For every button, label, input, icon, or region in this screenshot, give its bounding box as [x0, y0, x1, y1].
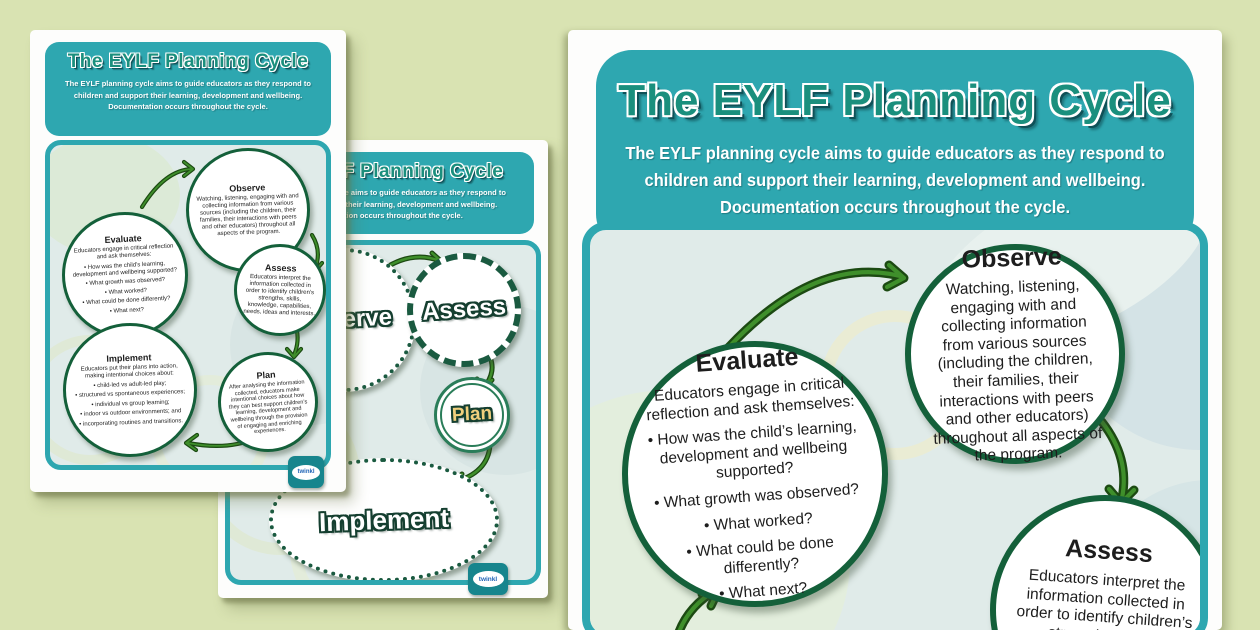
- twinkl-logo-text: twinkl: [297, 469, 315, 475]
- subtitle-line: Documentation occurs throughout the cycl…: [108, 102, 268, 112]
- poster-left-header: The EYLF Planning Cycle The EYLF plannin…: [45, 42, 331, 136]
- plan-inner-ring: [440, 383, 504, 447]
- twinkl-cloud-icon: twinkl: [292, 464, 320, 480]
- observe-body: Watching, listening, engaging with and c…: [196, 192, 299, 238]
- observe-body: Watching, listening, engaging with and c…: [933, 276, 1103, 465]
- node-assess: Assess Educators interpret the informati…: [234, 244, 326, 336]
- subtitle-line: The EYLF planning cycle aims to guide ed…: [260, 188, 506, 197]
- poster-right-header: The EYLF Planning Cycle The EYLF plannin…: [596, 50, 1194, 250]
- subtitle-line: Documentation occurs throughout the cycl…: [719, 197, 1071, 218]
- implement-intro: Educators put their plans into action, m…: [80, 363, 178, 380]
- poster-subtitle: The EYLF planning cycle aims to guide ed…: [45, 78, 331, 113]
- evaluate-bullet: How was the child’s learning, developmen…: [641, 418, 866, 489]
- node-implement: Implement Educators put their plans into…: [63, 323, 197, 457]
- plan-label: Plan: [451, 402, 493, 427]
- node-evaluate: Evaluate Educators engage in critical re…: [622, 341, 888, 607]
- poster-left: The EYLF Planning Cycle The EYLF plannin…: [30, 30, 346, 492]
- assess-title: Assess: [1064, 533, 1154, 568]
- assess-body: Educators interpret the information coll…: [243, 273, 316, 318]
- assess-body: Educators interpret the information coll…: [1015, 566, 1194, 630]
- cycle-diagram: Observe Watching, listening, engaging wi…: [45, 140, 331, 470]
- poster-subtitle: The EYLF planning cycle aims to guide ed…: [232, 187, 534, 222]
- subtitle-line: The EYLF planning cycle aims to guide ed…: [65, 79, 311, 88]
- page-title: The EYLF Planning Cycle: [618, 76, 1172, 125]
- plan-body: After analysing the information collecte…: [228, 379, 308, 435]
- poster-subtitle: The EYLF planning cycle aims to guide ed…: [614, 140, 1176, 221]
- page-title: The EYLF Planning Cycle: [67, 51, 309, 72]
- evaluate-intro: Educators engage in critical reflection …: [645, 374, 855, 425]
- poster-right: The EYLF Planning Cycle The EYLF plannin…: [568, 30, 1222, 630]
- assess-label: Assess: [421, 293, 507, 326]
- twinkl-logo: twinkl: [468, 563, 508, 595]
- assess-title: Assess: [264, 262, 297, 274]
- evaluate-bullet: What next?: [74, 306, 180, 319]
- subtitle-line: The EYLF planning cycle aims to guide ed…: [625, 143, 1165, 163]
- twinkl-cloud-icon: twinkl: [472, 571, 504, 587]
- node-plan: Plan After analysing the information col…: [218, 352, 318, 452]
- implement-label: Implement: [318, 502, 450, 537]
- subtitle-line: children and support their learning, dev…: [268, 199, 498, 209]
- implement-bullet: incorporating routines and transitions.: [74, 418, 188, 429]
- subtitle-line: Documentation occurs throughout the cycl…: [303, 211, 463, 221]
- observe-title: Observe: [961, 241, 1063, 274]
- subtitle-line: children and support their learning, dev…: [644, 170, 1146, 191]
- subtitle-line: children and support their learning, dev…: [73, 90, 303, 100]
- cycle-diagram: Evaluate Educators engage in critical re…: [582, 222, 1208, 630]
- twinkl-logo: twinkl: [288, 456, 324, 488]
- node-evaluate: Evaluate Educators engage in critical re…: [62, 212, 188, 338]
- observe-title: Observe: [229, 182, 266, 194]
- word-circle-plan: Plan: [434, 377, 510, 453]
- twinkl-logo-text: twinkl: [478, 575, 498, 583]
- node-observe: Observe Watching, listening, engaging wi…: [905, 241, 1125, 464]
- word-circle-assess: Assess: [407, 253, 521, 367]
- evaluate-bullet: What could be done differently?: [649, 531, 873, 584]
